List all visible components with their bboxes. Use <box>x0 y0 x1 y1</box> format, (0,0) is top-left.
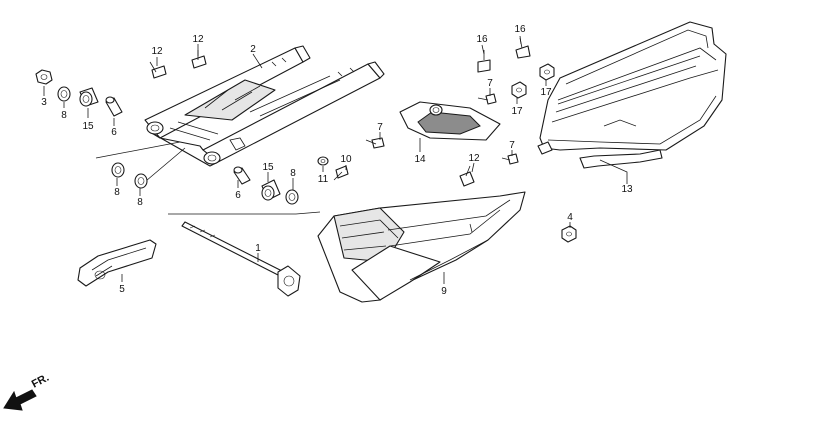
callout-11: 11 <box>318 174 329 185</box>
nut-4-part <box>561 225 577 243</box>
bearing-15-part-a <box>79 87 99 107</box>
callout-8d: 8 <box>290 168 296 179</box>
bolt-7-part-c <box>501 153 519 165</box>
callout-15a: 15 <box>82 121 94 132</box>
bolt-16-part-b <box>515 37 531 59</box>
callout-17a: 17 <box>511 106 523 117</box>
collar-6-part-a <box>105 96 123 117</box>
front-direction-label: FR. <box>30 372 51 391</box>
leader-lines <box>43 35 628 284</box>
callout-17b: 17 <box>540 87 552 98</box>
callout-5: 5 <box>119 284 125 295</box>
bolt-12-part-b <box>191 50 207 69</box>
callout-7b: 7 <box>487 78 493 89</box>
callout-7c: 7 <box>509 140 515 151</box>
rear-fender-9-part <box>317 191 526 303</box>
callout-14: 14 <box>414 154 426 165</box>
callout-10: 10 <box>340 154 352 165</box>
washer-8-part-d <box>285 189 299 205</box>
callout-3: 3 <box>41 97 47 108</box>
callout-13: 13 <box>621 184 633 195</box>
callout-6b: 6 <box>235 190 241 201</box>
washer-8-part-b <box>111 162 125 178</box>
callout-12a: 12 <box>151 46 163 57</box>
callout-12c: 12 <box>468 153 480 164</box>
callout-7a: 7 <box>377 122 383 133</box>
washer-8-part-a <box>57 86 71 102</box>
nut-3-part <box>35 69 53 85</box>
bearing-15-part-b <box>261 179 281 201</box>
callout-8a: 8 <box>61 110 67 121</box>
callout-8b: 8 <box>114 187 120 198</box>
washer-8-part-c <box>134 173 148 189</box>
bolt-7-part-b <box>477 93 497 105</box>
callout-2: 2 <box>250 44 256 55</box>
bolt-7-part-a <box>365 137 385 149</box>
callout-16b: 16 <box>514 24 526 35</box>
callout-4: 4 <box>567 212 573 223</box>
nut-17-part-a <box>511 81 527 99</box>
callout-6a: 6 <box>111 127 117 138</box>
chain-guard-5-part <box>77 239 157 287</box>
bolt-12-part-c <box>459 165 475 187</box>
front-direction-indicator: FR. <box>3 372 51 411</box>
bolt-16-part-a <box>477 50 491 73</box>
pivot-bolt-1-part <box>181 221 301 297</box>
nut-17-part-b <box>539 63 555 81</box>
guide-line-left-a <box>95 141 186 187</box>
callout-12b: 12 <box>192 34 204 45</box>
callout-16a: 16 <box>476 34 488 45</box>
washer-11-part <box>317 156 329 166</box>
grab-rail-13-part <box>537 21 727 169</box>
front-arrow-icon <box>3 389 37 411</box>
callout-9: 9 <box>441 286 447 297</box>
callout-1: 1 <box>255 243 261 254</box>
callout-15b: 15 <box>262 162 274 173</box>
bolt-12-part-a <box>149 61 167 79</box>
callout-labels: 1 2 3 4 5 6 6 7 7 7 8 8 8 8 9 10 11 12 1… <box>41 24 633 297</box>
guide-line-left-b <box>168 211 321 215</box>
bolt-10-part <box>333 165 349 181</box>
heat-shield-14-part <box>399 101 501 141</box>
swingarm-part <box>144 45 385 167</box>
collar-6-part-b <box>233 166 251 185</box>
callout-8c: 8 <box>137 197 143 208</box>
